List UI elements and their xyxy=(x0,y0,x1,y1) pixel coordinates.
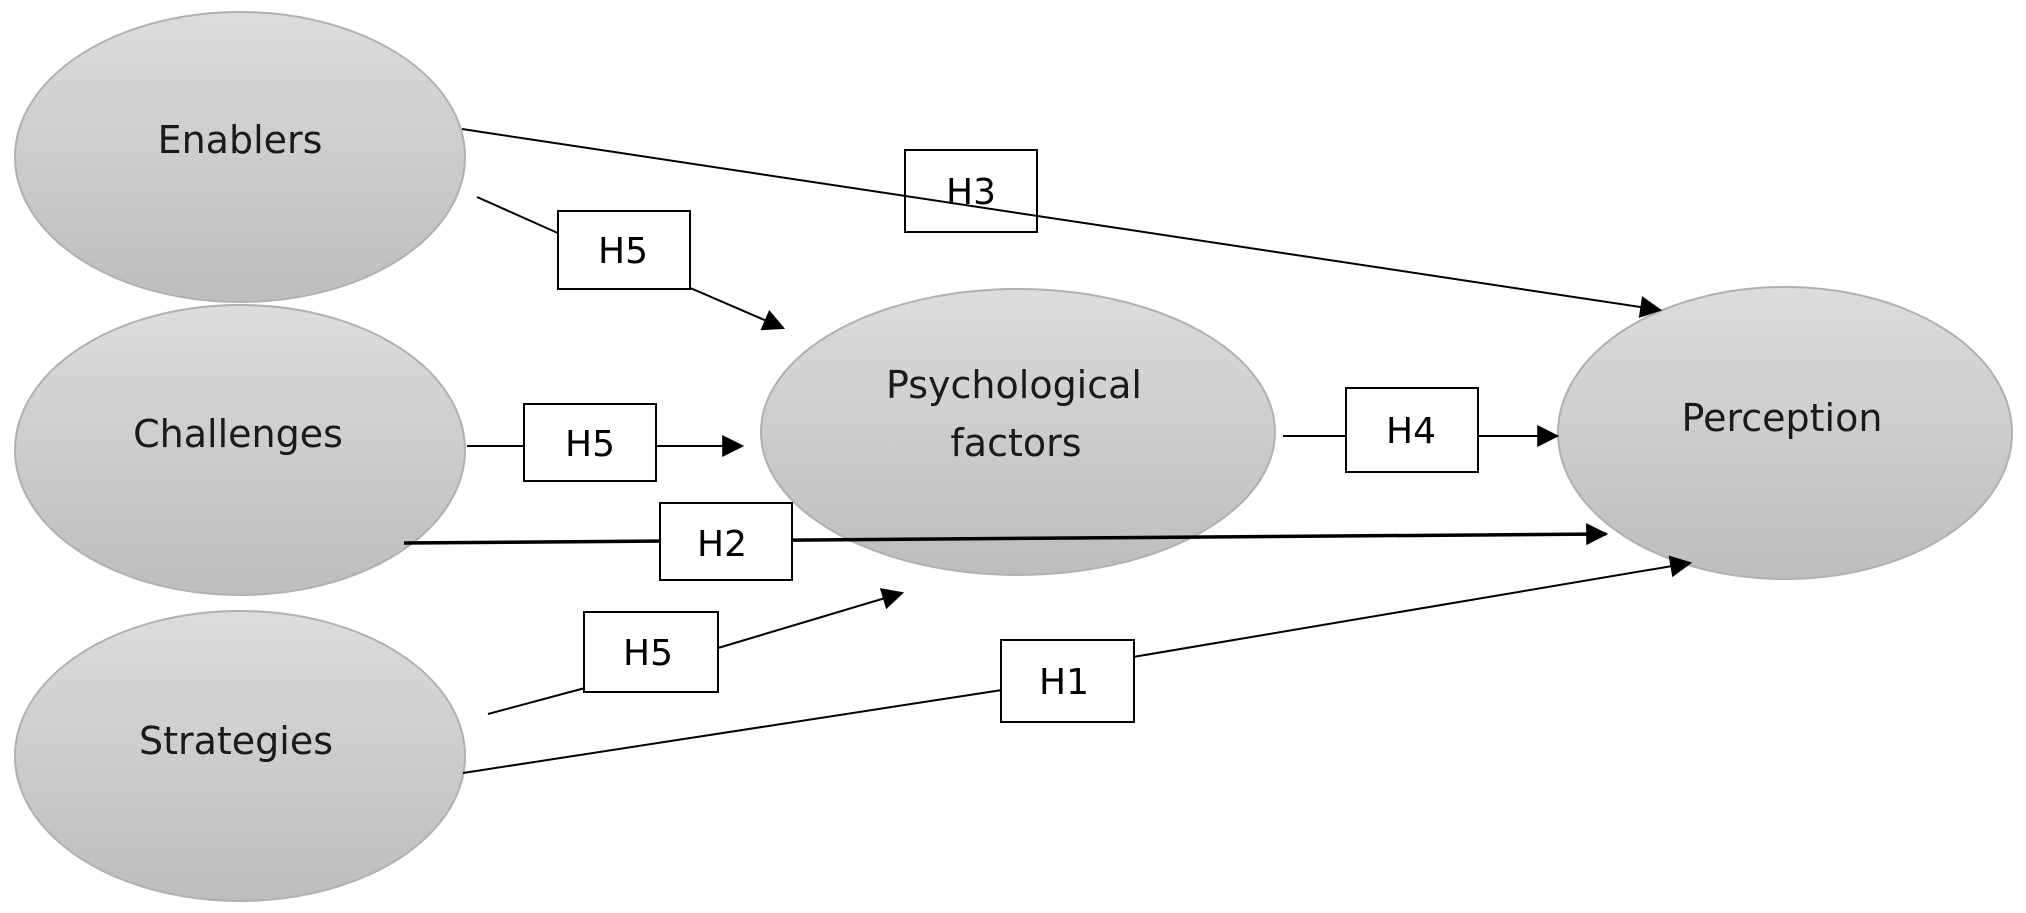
hypothesis-label-h4: H4 xyxy=(1386,411,1436,452)
node-enablers-label: Enablers xyxy=(158,118,323,162)
edge-h2-challenges-to-perception: H2 xyxy=(403,502,1609,581)
node-psychological-factors-label-1: Psychological xyxy=(886,363,1142,407)
edge-h1-strategies-to-perception: H1 xyxy=(462,555,1693,774)
edge-h3-enablers-to-perception: H3 xyxy=(461,128,1663,318)
node-challenges-label: Challenges xyxy=(133,412,343,456)
edge-h5-enablers-to-psychological: H5 xyxy=(476,196,786,331)
hypothesis-box-h5-strategies xyxy=(583,611,719,693)
arrow-h2 xyxy=(403,523,1609,546)
hypothesis-label-h5-strategies: H5 xyxy=(623,633,673,674)
node-psychological-factors-label-2: factors xyxy=(950,421,1081,465)
hypothesis-label-h5-challenges: H5 xyxy=(565,424,615,465)
hypothesis-label-h5-enablers: H5 xyxy=(598,231,648,272)
edge-h4-psychological-to-perception: H4 xyxy=(1283,387,1560,473)
hypothesis-label-h3: H3 xyxy=(946,172,996,213)
node-enablers: Enablers xyxy=(14,11,466,303)
arrow-h5-strategies-head xyxy=(717,588,905,649)
arrow-h1-tail xyxy=(462,689,1003,774)
hypothesis-box-h5-enablers xyxy=(557,210,691,290)
hypothesis-box-h2 xyxy=(659,502,793,581)
arrow-h1-head xyxy=(1132,555,1693,658)
node-strategies: Strategies xyxy=(14,610,466,902)
node-challenges: Challenges xyxy=(14,304,466,596)
edge-h5-challenges-to-psychological: H5 xyxy=(467,403,745,482)
arrow-h5-enablers-tail xyxy=(476,196,561,235)
arrow-h5-enablers-head xyxy=(687,286,786,331)
node-psychological-factors: Psychological factors xyxy=(760,288,1276,576)
hypothesis-box-h5-challenges xyxy=(523,403,657,482)
arrow-h3 xyxy=(461,128,1663,318)
node-strategies-label: Strategies xyxy=(139,719,333,763)
hypothesis-label-h1: H1 xyxy=(1039,662,1089,703)
node-perception: Perception xyxy=(1557,286,2013,580)
arrow-h5-strategies-tail xyxy=(487,687,586,715)
hypothesis-box-h3 xyxy=(904,149,1038,233)
hypothesis-box-h4 xyxy=(1345,387,1479,473)
hypothesis-label-h2: H2 xyxy=(697,524,747,565)
node-perception-label: Perception xyxy=(1682,396,1883,440)
edge-h5-strategies-to-psychological: H5 xyxy=(487,588,905,715)
hypothesis-box-h1 xyxy=(1000,639,1135,723)
